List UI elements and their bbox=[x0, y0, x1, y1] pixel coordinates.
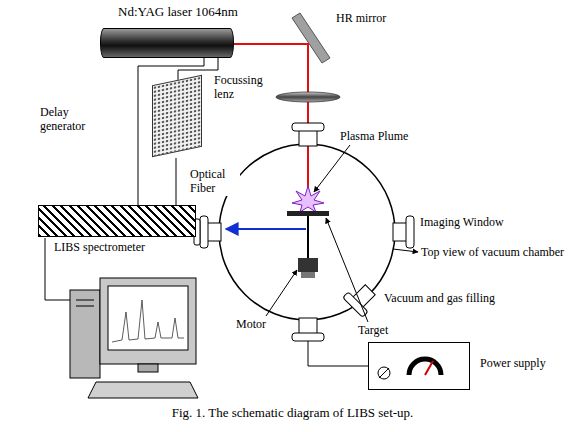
part-label: Motor bbox=[236, 318, 266, 332]
plasma-plume bbox=[292, 186, 324, 212]
node-label: Power supply bbox=[480, 357, 546, 371]
leader-line bbox=[326, 218, 368, 322]
node-shape bbox=[152, 75, 202, 158]
focusing-lens bbox=[276, 92, 340, 102]
node-label: Nd:YAG laser 1064nm bbox=[118, 5, 256, 20]
chamber-ports bbox=[194, 123, 414, 341]
node-shape bbox=[368, 342, 470, 390]
gauge-symbol bbox=[369, 343, 469, 389]
node-label: LIBS spectrometer bbox=[54, 241, 145, 255]
motor-base bbox=[301, 272, 315, 278]
node-shape bbox=[100, 28, 234, 58]
motor-shaft bbox=[307, 216, 309, 258]
power-wire bbox=[308, 341, 368, 366]
leader-line bbox=[393, 249, 418, 252]
emission-arrow bbox=[226, 228, 306, 230]
part-label: Target bbox=[358, 324, 388, 338]
leader-line bbox=[314, 145, 350, 192]
laser-source: Nd:YAG laser 1064nm bbox=[100, 5, 238, 58]
power-supply: Power supply bbox=[368, 342, 546, 390]
spectrometer: LIBS spectrometer bbox=[38, 205, 196, 255]
laser-beam bbox=[232, 44, 308, 198]
motor bbox=[298, 258, 318, 272]
part-label: Optical Fiber bbox=[190, 168, 240, 196]
part-label: Vacuum and gas filling bbox=[384, 292, 495, 306]
part-label: HR mirror bbox=[336, 12, 386, 26]
leader-line bbox=[266, 270, 297, 316]
node-shape bbox=[38, 205, 196, 237]
figure-caption: Fig. 1. The schematic diagram of LIBS se… bbox=[0, 406, 585, 421]
computer bbox=[70, 278, 198, 398]
target bbox=[287, 211, 329, 216]
signal-wire bbox=[176, 158, 177, 205]
hr-mirror bbox=[292, 13, 330, 63]
part-label: Plasma Plume bbox=[340, 130, 408, 144]
part-label: Focussing lenz bbox=[214, 74, 272, 102]
part-label: Imaging Window bbox=[420, 216, 504, 230]
delay-generator: Delay generator bbox=[40, 80, 202, 158]
vacuum-chamber bbox=[219, 144, 395, 320]
part-label: Top view of vacuum chamber bbox=[421, 246, 564, 260]
node-label: Delay generator bbox=[40, 106, 102, 134]
